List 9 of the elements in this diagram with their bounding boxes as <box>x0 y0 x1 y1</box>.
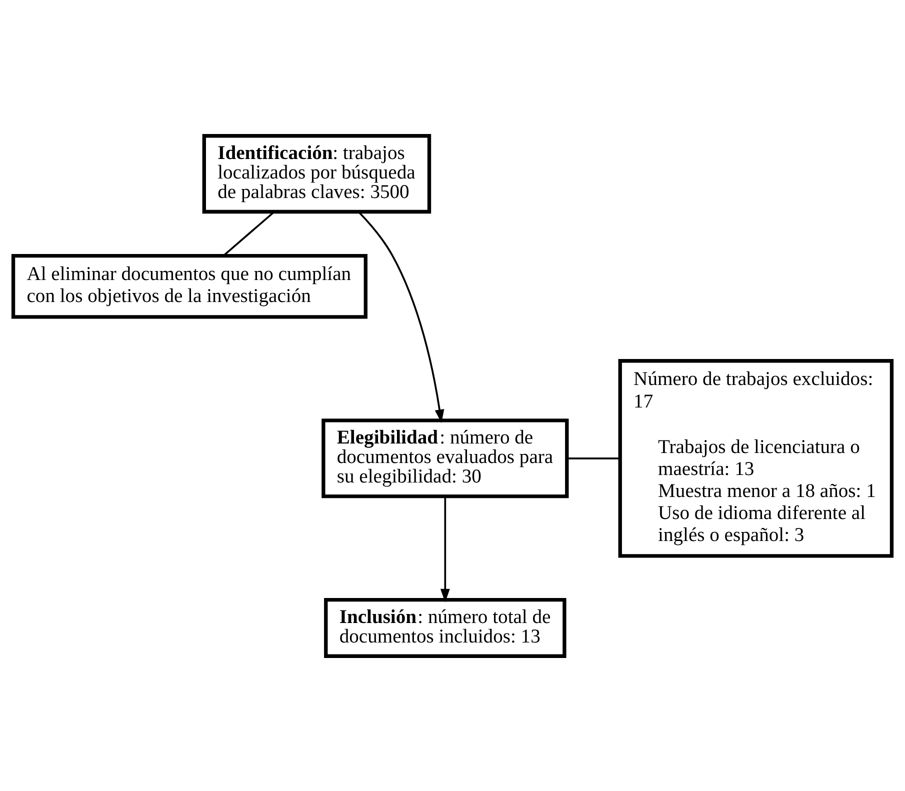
arrow <box>440 496 450 602</box>
node-box: Elegibilidad: número de documentos evaluados para su elegibilidad: 30 <box>322 418 569 498</box>
node-box: Número de trabajos excluidos: 17 Trabajos de licenciatura o maestría: 13 Muestra menor a 18 años: 1 Uso de idioma diferente al inglés o español: 3 <box>618 358 894 558</box>
node-box: Al eliminar documentos que no cumplían con los objetivos de la investigación <box>11 253 368 318</box>
connector <box>222 210 275 256</box>
arrow <box>358 210 444 422</box>
node-box: Identificación: trabajos localizados por búsqueda de palabras claves: 3500 <box>202 134 432 214</box>
node-box: Inclusión: número total de documentos incluidos: 13 <box>324 598 566 658</box>
connector <box>567 456 620 459</box>
